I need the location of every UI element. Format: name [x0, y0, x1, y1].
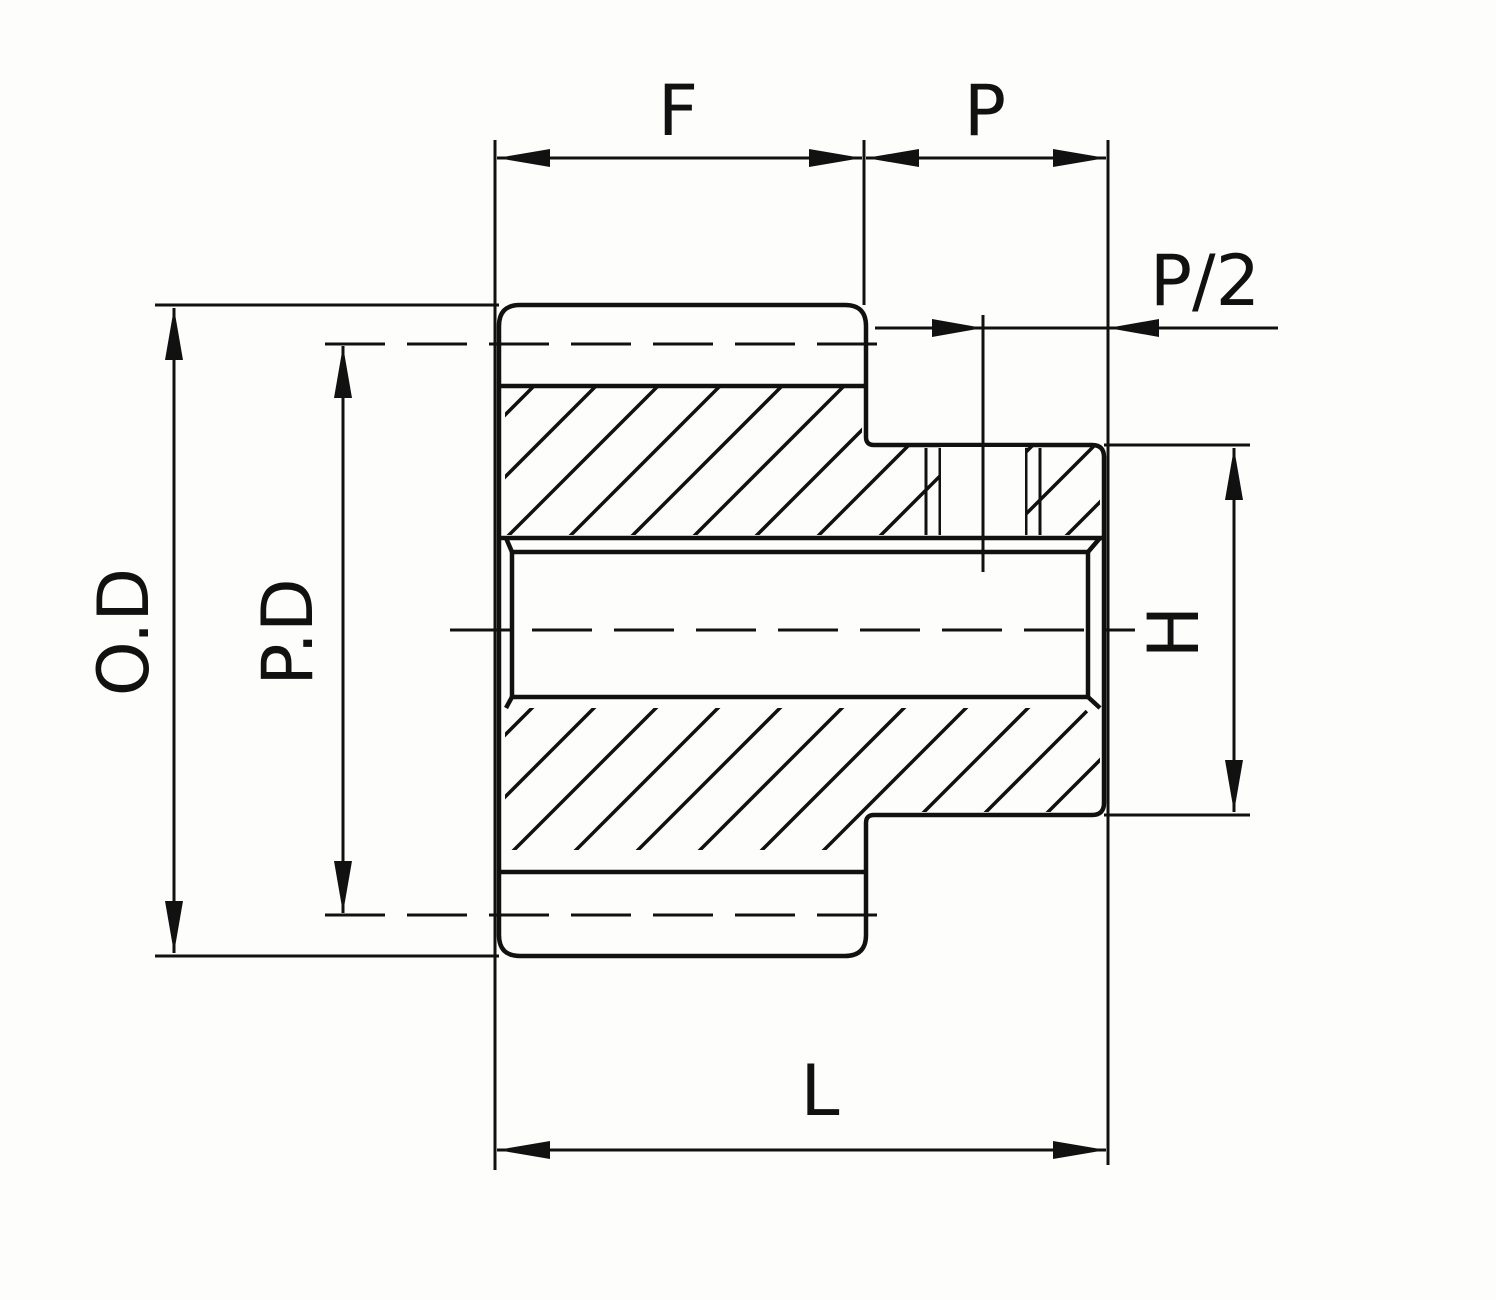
hatch-line	[998, 708, 1100, 850]
arrow-p-right	[1053, 149, 1106, 167]
arrow-od-top	[165, 308, 183, 360]
section-hatch-bottom	[505, 708, 1100, 850]
hatch-line	[998, 388, 1100, 535]
bore-bottom-chamfer	[504, 694, 1102, 710]
extension-lines	[155, 140, 1278, 1170]
bore-top-chamfer	[503, 536, 1102, 555]
arrow-f-left	[497, 149, 550, 167]
arrow-h-bottom	[1225, 760, 1243, 812]
dimension-lines	[165, 149, 1243, 1159]
arrow-f-right	[809, 149, 862, 167]
arrow-l-right	[1053, 1141, 1106, 1159]
hatch-line	[750, 388, 914, 535]
hatch-line	[505, 708, 604, 850]
arrow-half-pitch-right	[1108, 319, 1159, 337]
arrow-pd-bottom	[334, 861, 352, 913]
label-hub-diameter: H	[1133, 606, 1215, 659]
dimension-labels: F P P/2 L O.D P.D H	[83, 70, 1260, 1132]
label-half-pitch: P/2	[1150, 240, 1260, 322]
section-hatch-top	[505, 388, 1100, 535]
hatch-line	[564, 388, 728, 535]
arrow-p-left	[866, 149, 919, 167]
hatch-line	[505, 708, 666, 850]
label-face-width: F	[658, 70, 698, 152]
hatch-line	[1060, 388, 1100, 535]
hatch-line	[874, 708, 1038, 850]
arrow-half-pitch-left	[932, 319, 983, 337]
hatch-line	[688, 388, 852, 535]
label-overall-length: L	[801, 1050, 840, 1132]
label-outside-diameter: O.D	[83, 568, 165, 696]
hatch-line	[688, 708, 852, 850]
arrow-pd-top	[334, 346, 352, 398]
center-lines	[325, 342, 1135, 917]
label-pitch: P	[964, 70, 1006, 152]
hatch-line	[505, 388, 542, 535]
hatch-line	[1060, 708, 1100, 850]
hatch-line	[505, 708, 542, 850]
arrow-od-bottom	[165, 901, 183, 953]
hatch-line	[564, 708, 728, 850]
hatch-line	[626, 708, 790, 850]
label-pitch-diameter: P.D	[247, 578, 329, 685]
arrow-h-top	[1225, 448, 1243, 500]
hatch-line	[750, 708, 914, 850]
hatch-line	[505, 388, 666, 535]
hatch-line	[505, 388, 604, 535]
hatch-line	[936, 708, 1100, 850]
hatch-line	[812, 708, 976, 850]
hatch-line	[626, 388, 790, 535]
arrow-l-left	[497, 1141, 550, 1159]
outer-profile	[496, 302, 1107, 959]
